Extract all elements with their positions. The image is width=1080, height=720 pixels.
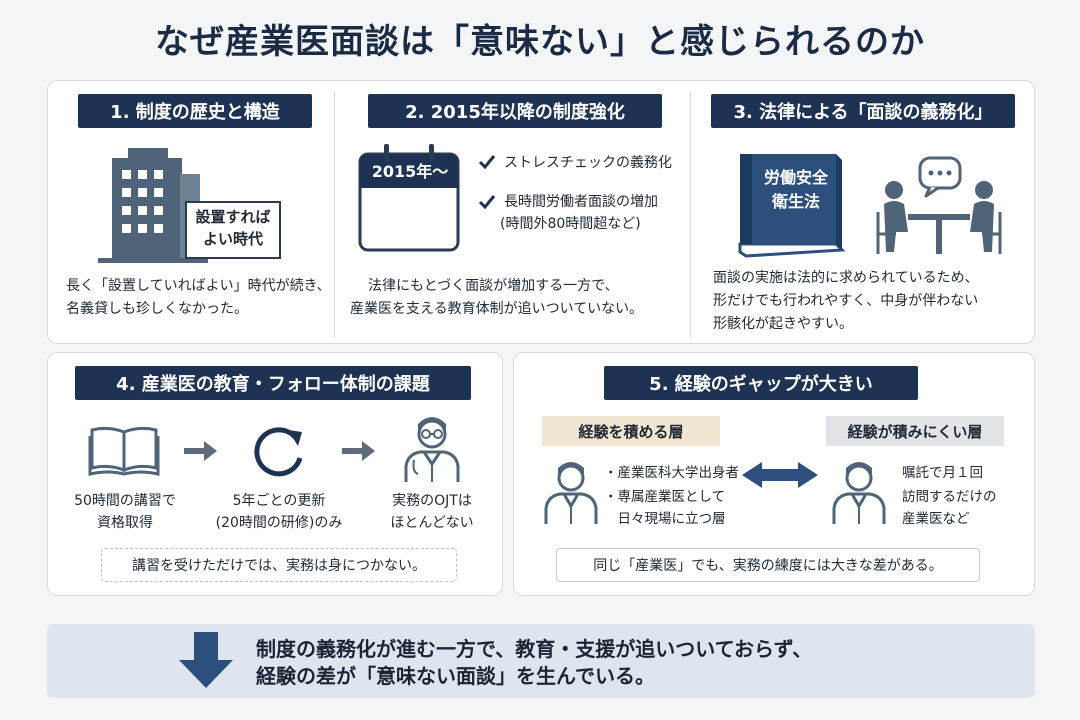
check-item-2-sub: (時間外80時間超など) — [500, 216, 641, 232]
left-bullet-3: 日々現場に立つ層 — [604, 511, 726, 527]
panel-divider — [334, 92, 335, 338]
panel-2-heading: 2. 2015年以降の制度強化 — [368, 94, 662, 128]
conclusion-banner: 制度の義務化が進む一方で、教育・支援が追いついておらず、 経験の差が「意味ない面… — [47, 624, 1035, 698]
calendar-icon — [358, 144, 460, 252]
check-item-1: ストレスチェックの義務化 — [504, 155, 672, 171]
doctor-icon — [404, 417, 460, 482]
page-title: なぜ産業医面談は「意味ない」と感じられるのか — [155, 22, 925, 62]
right-line-2: 訪問するだけの — [902, 489, 997, 505]
left-bullet-1: ・産業医科大学出身者 — [604, 465, 739, 481]
check-item-2: 長時間労働者面談の増加 — [504, 194, 658, 210]
step-2-line-2: (20時間の研修)のみ — [215, 515, 343, 531]
right-line-1: 嘱託で月１回 — [902, 465, 983, 481]
office-building-icon — [98, 148, 281, 263]
step-1-line-2: 資格取得 — [97, 515, 153, 531]
step-3-line-1: 実務のOJTは — [392, 493, 472, 509]
left-group-tag: 経験を積める層 — [542, 416, 720, 446]
doctor-icon — [544, 462, 598, 524]
panel-3-heading: 3. 法律による「面談の義務化」 — [711, 94, 1015, 128]
panel-1-desc-line-2: 名義貸しも珍しくなかった。 — [66, 301, 248, 317]
right-group-tag: 経験が積みにくい層 — [826, 416, 1004, 446]
conclusion-text: 制度の義務化が進む一方で、教育・支援が追いついておらず、 経験の差が「意味ない面… — [256, 636, 812, 690]
calendar-year-label: 2015年〜 — [371, 162, 449, 181]
panel-2-desc-line-1: 法律にもとづく面談が増加する一方で、 — [368, 278, 619, 294]
double-arrow-icon — [742, 462, 818, 488]
panel-4-heading: 4. 産業医の教育・フォロー体制の課題 — [75, 366, 471, 400]
conclusion-line-2: 経験の差が「意味ない面談」を生んでいる。 — [256, 664, 655, 688]
right-arrow-icon — [342, 441, 375, 461]
panel-3-desc-line-2: 形だけでも行われやすく、中身が伴わない — [713, 293, 979, 309]
conclusion-line-1: 制度の義務化が進む一方で、教育・支援が追いついておらず、 — [256, 637, 813, 661]
meeting-icon — [876, 156, 1002, 254]
panel-3-desc-line-1: 面談の実施は法的に求められているため、 — [713, 270, 979, 286]
checkmark-icon — [478, 155, 496, 170]
open-book-icon — [88, 426, 160, 476]
panel-5-heading: 5. 経験のギャップが大きい — [604, 366, 918, 400]
panel-1-heading: 1. 制度の歴史と構造 — [78, 94, 312, 128]
left-bullet-2: ・専属産業医として — [604, 489, 726, 505]
doctor-icon — [832, 462, 886, 524]
step-1-line-1: 50時間の講習で — [74, 493, 176, 509]
book-label-line-2: 衛生法 — [771, 192, 820, 211]
panel-5-note: 同じ「産業医」でも、実務の練度には大きな差がある。 — [556, 548, 980, 582]
panel-3-desc-line-3: 形骸化が起きやすい。 — [713, 316, 853, 332]
right-line-3: 産業医など — [902, 511, 970, 527]
building-label-line-2: よい時代 — [202, 230, 263, 248]
law-book-icon — [738, 154, 846, 258]
book-label-line-1: 労働安全 — [763, 168, 828, 187]
building-label-line-1: 設置すれば — [195, 208, 271, 226]
checkmark-icon — [478, 195, 496, 210]
refresh-icon — [254, 427, 303, 477]
right-arrow-icon — [184, 441, 217, 461]
panel-1-desc-line-1: 長く「設置していればよい」時代が続き、 — [66, 278, 331, 294]
panel-4-note: 講習を受けただけでは、実務は身につかない。 — [101, 548, 457, 582]
panel-divider — [690, 92, 691, 338]
step-2-line-1: 5年ごとの更新 — [232, 493, 326, 509]
down-arrow-icon — [179, 632, 233, 688]
panel-2-desc-line-2: 産業医を支える教育体制が追いついていない。 — [350, 301, 644, 317]
step-3-line-2: ほとんどない — [390, 515, 474, 531]
